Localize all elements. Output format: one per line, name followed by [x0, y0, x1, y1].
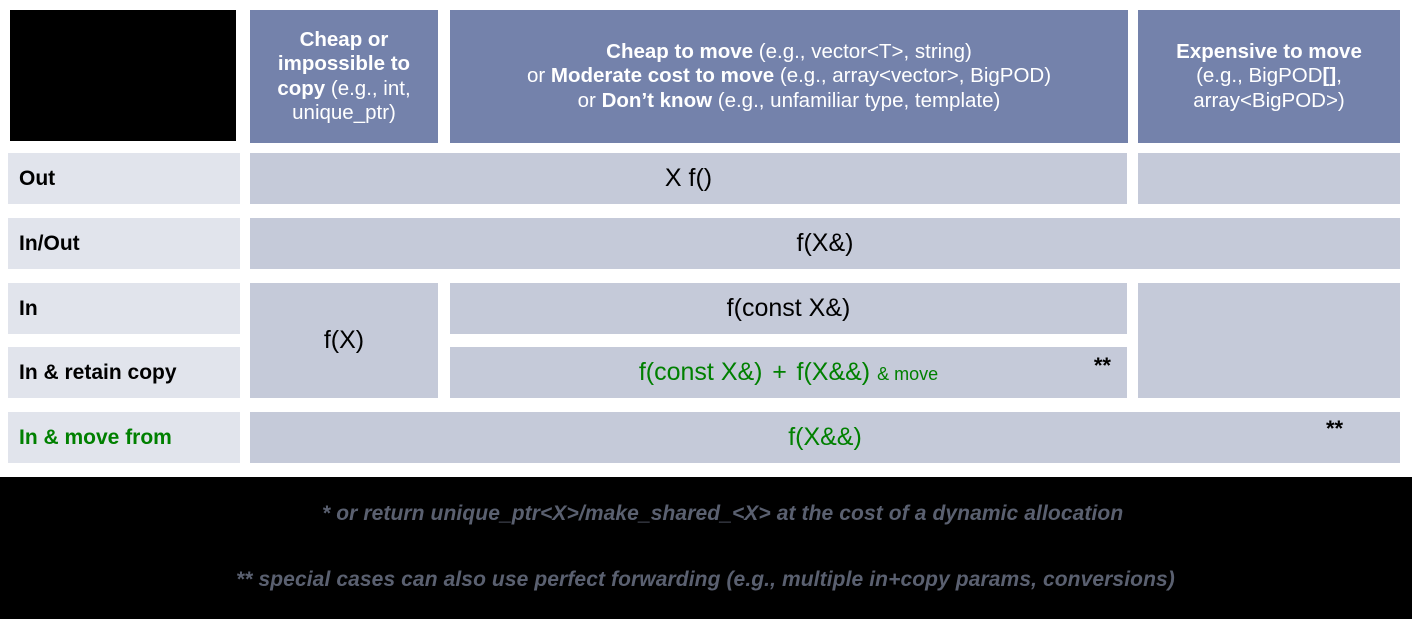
- header-col4-example-line1-end: ,: [1336, 64, 1342, 88]
- cell-out-Xf: X f(): [250, 153, 1127, 204]
- cell-move-from-double-star: **: [1326, 416, 1344, 441]
- cell-inout-fXref: f(X&): [250, 218, 1400, 269]
- cell-move-from-text: f(X&&): [788, 423, 862, 451]
- cell-out-expensive-empty: [1138, 153, 1400, 204]
- cell-in-copy-fX-text: f(X): [323, 326, 365, 354]
- header-col3-line3-rest: (e.g., unfamiliar type, template): [712, 88, 1001, 112]
- header-cheap-to-move: Cheap to move (e.g., vector<T>, string) …: [450, 10, 1128, 143]
- header-col4-example-line2: array<BigPOD>): [1193, 88, 1345, 112]
- header-expensive-to-move: Expensive to move (e.g., BigPOD[], array…: [1138, 10, 1400, 143]
- cell-move-from-fXrvalue: f(X&&) **: [250, 412, 1400, 463]
- row-label-in-move-from: In & move from: [8, 412, 240, 463]
- cell-retain-part1: f(const X&): [638, 358, 763, 386]
- cell-retain-copy-expression: f(const X&) + f(X&&) & move **: [450, 347, 1127, 398]
- header-col2-strong: Cheap or impossible to copy: [277, 28, 411, 100]
- cell-inout-fXref-text: f(X&): [796, 229, 854, 257]
- footer-black-band: [0, 477, 1412, 619]
- footnote-double-star-text: ** special cases can also use perfect fo…: [236, 568, 1175, 591]
- cell-in-fconstXref: f(const X&): [450, 283, 1127, 334]
- row-label-out: Out: [8, 153, 240, 204]
- header-col3-line2-rest: (e.g., array<vector>, BigPOD): [774, 64, 1052, 88]
- header-col3-line1-strong: Cheap to move: [606, 40, 754, 64]
- header-col4-strong: Expensive to move: [1176, 40, 1362, 64]
- header-col3-line2-lead: or: [526, 64, 551, 88]
- row-label-in-out: In/Out: [8, 218, 240, 269]
- cell-retain-plus: +: [772, 358, 787, 386]
- cell-in-fconstXref-text: f(const X&): [726, 294, 851, 322]
- row-label-in-retain-copy-text: In & retain copy: [19, 360, 177, 384]
- header-col3-line3-lead: or: [577, 88, 602, 112]
- cell-retain-double-star: **: [1093, 353, 1111, 378]
- row-label-out-text: Out: [19, 166, 56, 190]
- row-label-in-move-from-text: In & move from: [19, 425, 172, 449]
- row-label-in-out-text: In/Out: [19, 231, 80, 255]
- header-col4-example-bold: []: [1322, 64, 1337, 88]
- header-col3-line2-strong: Moderate cost to move: [550, 64, 775, 88]
- header-col3-line3-strong: Don’t know: [601, 88, 713, 112]
- footnote-double-star: ** special cases can also use perfect fo…: [236, 568, 1175, 592]
- header-col3-line1-rest: (e.g., vector<T>, string): [753, 40, 972, 64]
- header-col4-example-line1: (e.g., BigPOD: [1196, 64, 1323, 88]
- header-col2-example: (e.g., int, unique_ptr): [292, 76, 411, 124]
- cell-retain-part3: & move: [877, 364, 939, 384]
- row-label-in: In: [8, 283, 240, 334]
- header-cheap-or-impossible-to-copy: Cheap or impossible to copy (e.g., int, …: [250, 10, 438, 143]
- cell-expensive-merged-block: [1138, 283, 1400, 398]
- cell-out-Xf-text: X f(): [664, 164, 713, 192]
- footnote-single-star-text: * or return unique_ptr<X>/make_shared_<X…: [322, 502, 1124, 525]
- header-corner-block: [10, 10, 236, 141]
- row-label-in-text: In: [19, 296, 38, 320]
- cell-in-copy-fX: f(X): [250, 283, 438, 398]
- row-label-in-retain-copy: In & retain copy: [8, 347, 240, 398]
- cell-retain-part2: f(X&&): [796, 358, 871, 386]
- footnote-single-star: * or return unique_ptr<X>/make_shared_<X…: [322, 502, 1123, 526]
